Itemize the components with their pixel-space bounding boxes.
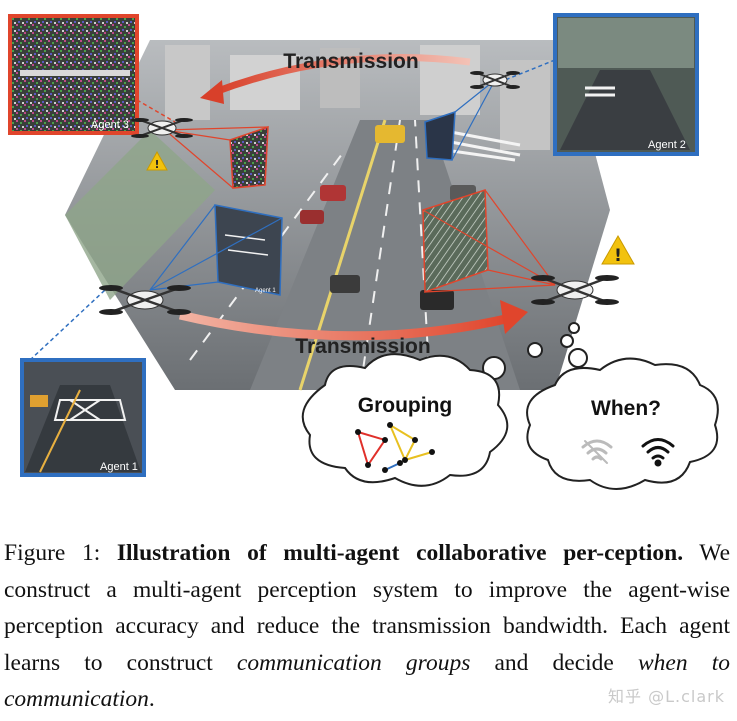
when-label: When? xyxy=(591,397,661,420)
agent1-frustum: Agent 1 xyxy=(149,204,283,296)
agent3-label: Agent 3 xyxy=(91,119,129,131)
agent3-frustum xyxy=(164,125,269,189)
when-bubble: When? xyxy=(526,357,719,490)
caption-body-1: We construct a multi-agent perception sy… xyxy=(4,540,730,676)
caption-body-2: and decide xyxy=(470,649,638,676)
drone-agent1 xyxy=(99,285,191,315)
agent3-view: Agent 3 xyxy=(8,14,139,135)
ego-frustum xyxy=(422,188,556,294)
caption-body-3: . xyxy=(148,686,155,712)
agent1-frustum-label: Agent 1 xyxy=(255,288,276,294)
grouping-bubble: Grouping xyxy=(301,353,509,487)
watermark: 知乎 @L.clark xyxy=(608,687,725,706)
agent2-view: Agent 2 xyxy=(553,13,699,156)
transmission-arrow-top xyxy=(213,54,471,96)
svg-text:!: ! xyxy=(154,158,159,171)
transmission-label-top: Transmission xyxy=(283,50,418,73)
figure-caption: Figure 1: Illustration of multi-agent co… xyxy=(4,535,730,718)
drone-agent3 xyxy=(131,118,193,138)
drone-ego xyxy=(531,275,619,305)
caption-title: Illustration of multi-agent collaborativ… xyxy=(116,540,684,566)
agent1-label: Agent 1 xyxy=(100,461,138,473)
grouping-label: Grouping xyxy=(358,394,452,417)
svg-text:!: ! xyxy=(614,246,622,266)
drone-agent2 xyxy=(470,71,520,89)
agent1-view: Agent 1 xyxy=(20,358,146,477)
caption-label: Figure 1: xyxy=(4,540,117,566)
wifi-off-icon xyxy=(581,439,613,464)
warning-icon: ! xyxy=(146,150,168,171)
agent2-label: Agent 2 xyxy=(648,139,686,151)
transmission-arrow-bottom xyxy=(178,310,512,341)
wifi-icon xyxy=(641,438,675,467)
figure-illustration: Transmission Transmission Agent 3 Agent … xyxy=(8,13,719,490)
thought-dots xyxy=(482,322,588,380)
group-graph xyxy=(355,422,435,473)
caption-italic-2: when to communication xyxy=(4,649,730,713)
caption-italic-1: communication groups xyxy=(236,649,471,676)
transmission-label-bottom: Transmission xyxy=(295,335,430,358)
agent2-frustum xyxy=(424,79,496,161)
warning-icon: ! xyxy=(601,234,635,266)
city-scene xyxy=(65,40,610,391)
